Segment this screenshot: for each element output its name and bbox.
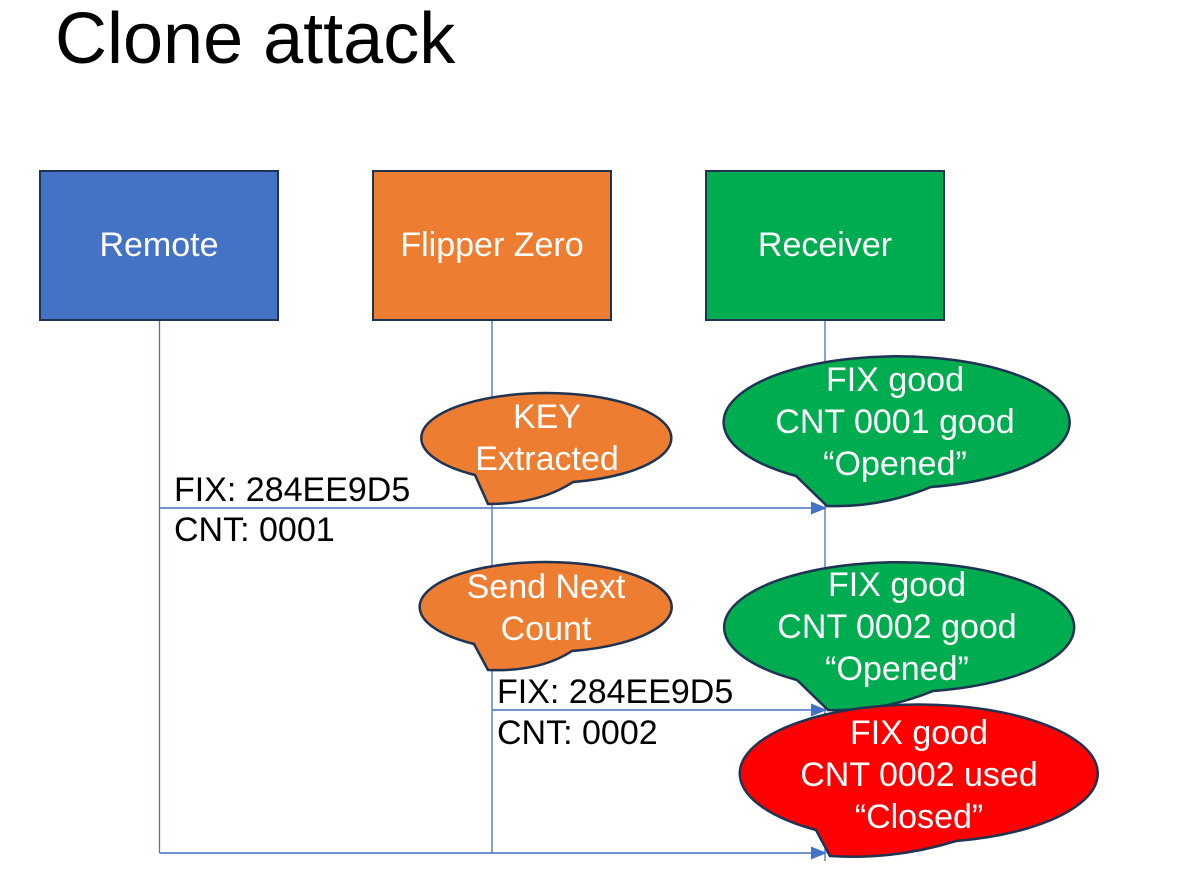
callout-line: Extracted xyxy=(475,440,619,478)
callout-line: “Opened” xyxy=(823,445,967,483)
message-1-cnt-label: CNT: 0001 xyxy=(174,511,335,549)
callout-line: “Closed” xyxy=(854,798,984,836)
callout-line: FIX good xyxy=(826,361,964,399)
message-2-cnt-label: CNT: 0002 xyxy=(497,714,658,752)
callout-send-next-count-text: Send Next Count xyxy=(420,563,672,653)
actor-label-flipper-zero: Flipper Zero xyxy=(400,226,584,264)
callout-cnt-0001-good-text: FIX good CNT 0001 good “Opened” xyxy=(722,356,1068,488)
message-arrow-3-head xyxy=(811,846,827,860)
actor-label-remote: Remote xyxy=(99,226,219,264)
actor-box-remote: Remote xyxy=(39,170,279,321)
message-1-fix-label: FIX: 284EE9D5 xyxy=(174,471,411,509)
callout-key-extracted-text: KEY Extracted xyxy=(422,393,672,483)
callout-line: KEY xyxy=(512,398,582,436)
actor-box-flipper-zero: Flipper Zero xyxy=(372,170,612,321)
callout-line: CNT 0002 good xyxy=(777,608,1017,646)
actor-box-receiver: Receiver xyxy=(705,170,945,321)
callout-line: FIX good xyxy=(828,566,966,604)
callout-line: Send Next xyxy=(466,568,626,606)
callout-line: CNT 0001 good xyxy=(775,403,1015,441)
callout-line: “Opened” xyxy=(825,650,969,688)
slide-title: Clone attack xyxy=(55,0,456,79)
actor-label-receiver: Receiver xyxy=(757,226,893,264)
callout-line: Count xyxy=(500,610,592,648)
message-2-fix-label: FIX: 284EE9D5 xyxy=(497,673,734,711)
callout-line: FIX good xyxy=(850,714,988,752)
callout-cnt-0002-good-text: FIX good CNT 0002 good “Opened” xyxy=(722,562,1072,692)
callout-line: CNT 0002 used xyxy=(800,756,1038,794)
message-arrow-1-head xyxy=(811,501,827,515)
callout-cnt-0002-used-text: FIX good CNT 0002 used “Closed” xyxy=(740,706,1098,844)
